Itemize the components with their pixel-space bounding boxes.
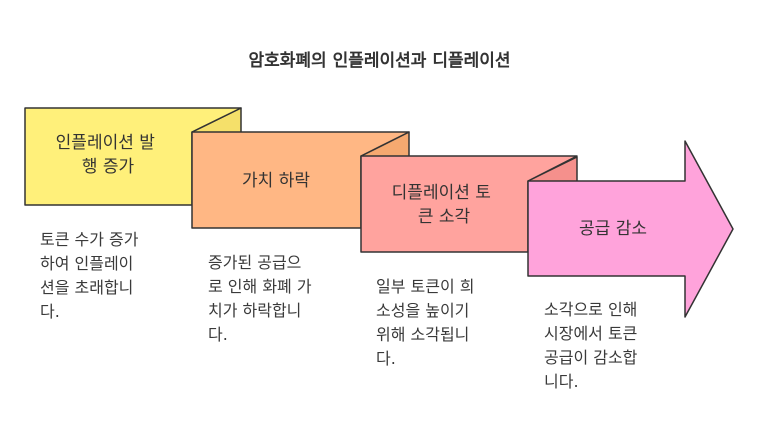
step-4-description-line: 니다. [544, 372, 579, 391]
step-4-arrow [527, 140, 734, 318]
step-3-label: 디플레이션 토 큰 소각 [392, 183, 497, 227]
step-4-description: 소각으로 인해 시장에서 토큰 공급이 감소합 니다. [544, 298, 637, 394]
step-2-description-line: 다. [208, 325, 228, 344]
step-2-description-line: 치가 하락합니 [208, 301, 302, 320]
step-3-description-line: 다. [376, 349, 396, 368]
step-3-description-line: 일부 토큰이 희 [376, 277, 475, 296]
step-2-description-line: 증가된 공급으 [208, 253, 302, 272]
step-1-description-line: 토큰 수가 증가 [40, 230, 139, 249]
diagram-title: 암호화폐의 인플레이션과 디플레이션 [248, 51, 511, 71]
step-4-description-line: 소각으로 인해 [544, 300, 638, 319]
step-2-label: 가치 하락 [242, 171, 310, 191]
step-1-label: 인플레이션 발 행 증가 [56, 133, 161, 177]
step-1-description: 토큰 수가 증가 하여 인플레이 션을 초래합니 다. [40, 228, 139, 324]
step-1-description-line: 하여 인플레이 [40, 254, 134, 273]
step-2-label-line: 가치 하락 [242, 171, 310, 191]
step-3-description-line: 위해 소각됩니 [376, 325, 470, 344]
step-4-description-line: 시장에서 토큰 [544, 324, 638, 343]
step-3-label-line: 디플레이션 토 [392, 183, 491, 203]
step-1-label-line: 인플레이션 발 [56, 133, 156, 153]
step-3-description-line: 소성을 높이기 [376, 301, 470, 320]
step-4-label: 공급 감소 [579, 219, 647, 239]
step-1-label-line: 행 증가 [82, 157, 135, 177]
step-3-description: 일부 토큰이 희 소성을 높이기 위해 소각됩니 다. [376, 275, 475, 371]
step-2-description: 증가된 공급으 로 인해 화폐 가 치가 하락합니 다. [208, 251, 312, 347]
step-4-label-line: 공급 감소 [579, 219, 647, 239]
step-1-description-line: 션을 초래합니 [40, 278, 134, 297]
step-1-description-line: 다. [40, 302, 60, 321]
step-4-description-line: 공급이 감소합 [544, 348, 638, 367]
step-3-label-line: 큰 소각 [418, 207, 471, 227]
step-2-description-line: 로 인해 화폐 가 [208, 277, 312, 296]
